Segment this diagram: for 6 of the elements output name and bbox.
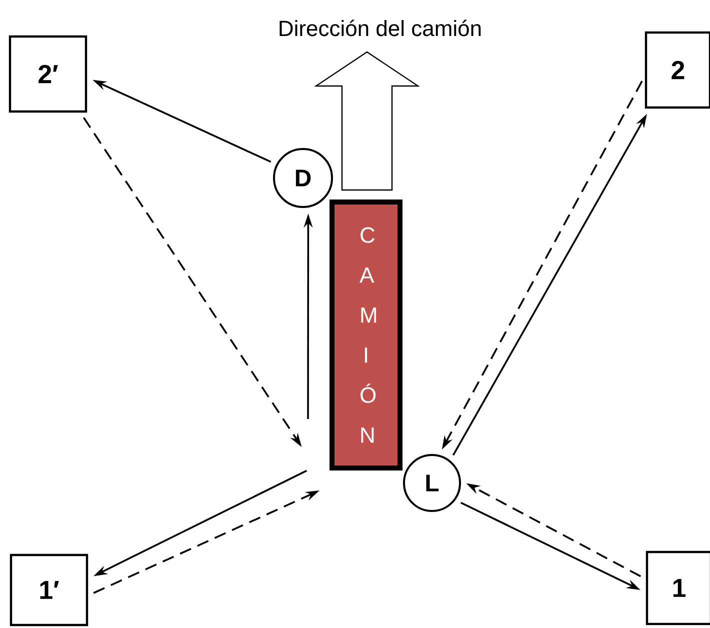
location-box: 1′ xyxy=(10,554,88,626)
direction-label: Dirección del camión xyxy=(280,20,481,36)
location-box: 2′ xyxy=(8,35,88,113)
location-box: 1 xyxy=(646,550,710,626)
location-box: 2 xyxy=(644,31,710,109)
truck-bar: CAMIÓN xyxy=(330,199,402,470)
